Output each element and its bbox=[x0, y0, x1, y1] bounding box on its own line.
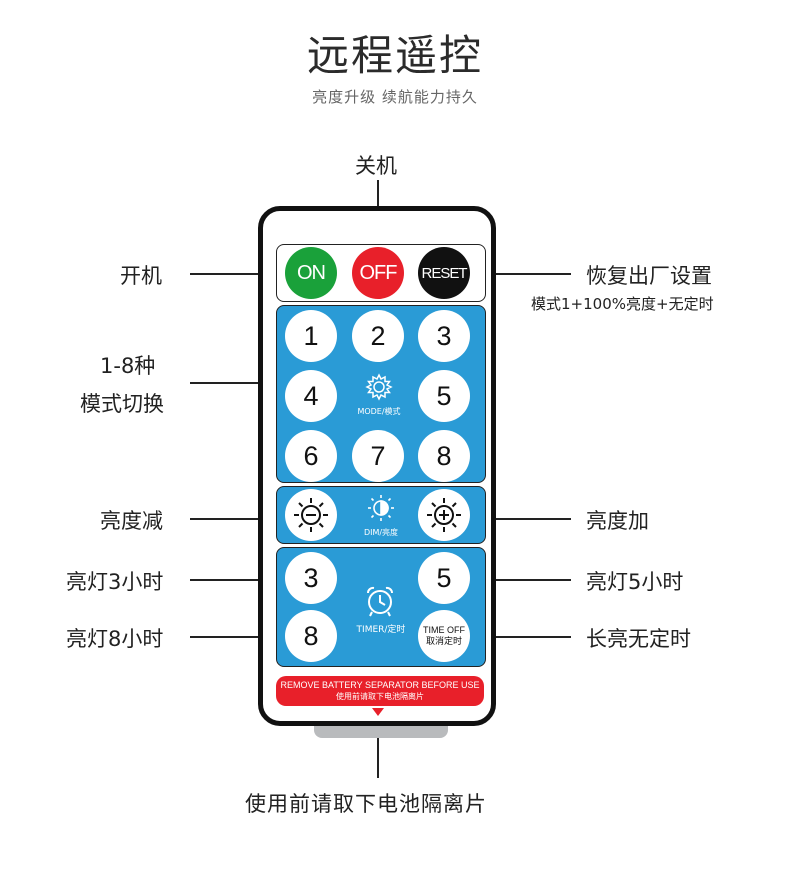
mode-button-3[interactable]: 3 bbox=[418, 310, 470, 362]
mode-label: MODE/模式 bbox=[357, 407, 401, 416]
callout-timer5: 亮灯5小时 bbox=[586, 570, 684, 594]
mode-button-6[interactable]: 6 bbox=[285, 430, 337, 482]
battery-separator-tab[interactable] bbox=[314, 722, 448, 738]
callout-timer3: 亮灯3小时 bbox=[66, 570, 164, 594]
brightness-up-button[interactable] bbox=[418, 489, 470, 541]
page-title: 远程遥控 bbox=[306, 31, 483, 80]
leader-line bbox=[377, 738, 379, 778]
brightness-up-icon bbox=[427, 498, 461, 532]
callout-reset: 恢复出厂设置 bbox=[586, 264, 712, 288]
timer-off-button[interactable]: TIME OFF 取消定时 bbox=[418, 610, 470, 662]
off-button[interactable]: OFF bbox=[352, 247, 404, 299]
page-subtitle: 亮度升级 续航能力持久 bbox=[312, 88, 478, 106]
power-panel: ON OFF RESET bbox=[276, 244, 486, 302]
mode-button-4[interactable]: 4 bbox=[285, 370, 337, 422]
on-button[interactable]: ON bbox=[285, 247, 337, 299]
callout-modes-2: 模式切换 bbox=[80, 392, 164, 416]
timer-8h-button[interactable]: 8 bbox=[285, 610, 337, 662]
separator-warning: REMOVE BATTERY SEPARATOR BEFORE USE 使用前请… bbox=[276, 676, 484, 706]
timer-3h-button[interactable]: 3 bbox=[285, 552, 337, 604]
callout-dim-up: 亮度加 bbox=[586, 509, 649, 533]
callout-power-on: 开机 bbox=[120, 264, 162, 288]
timer-label: TIMER/定时 bbox=[356, 625, 406, 635]
reset-button[interactable]: RESET bbox=[418, 247, 470, 299]
leader-line bbox=[190, 518, 282, 520]
timer-off-label: TIME OFF bbox=[423, 625, 465, 635]
arrow-down-icon bbox=[372, 708, 384, 716]
leader-line bbox=[190, 579, 282, 581]
mode-button-7[interactable]: 7 bbox=[352, 430, 404, 482]
dim-panel: DIM/亮度 bbox=[276, 486, 486, 544]
timer-5h-button[interactable]: 5 bbox=[418, 552, 470, 604]
leader-line bbox=[190, 273, 282, 275]
dim-label: DIM/亮度 bbox=[363, 528, 399, 537]
callout-modes-1: 1-8种 bbox=[100, 354, 156, 378]
brightness-half-icon bbox=[368, 495, 394, 521]
timer-off-sublabel: 取消定时 bbox=[425, 636, 462, 646]
mode-button-5[interactable]: 5 bbox=[418, 370, 470, 422]
callout-separator: 使用前请取下电池隔离片 bbox=[245, 792, 487, 816]
callout-reset-note: 模式1+100%亮度+无定时 bbox=[531, 295, 714, 313]
alarm-clock-icon bbox=[367, 586, 393, 617]
leader-line bbox=[478, 579, 571, 581]
mode-panel: 1 2 3 4 5 6 7 8 MODE/模式 bbox=[276, 305, 486, 483]
mode-button-8[interactable]: 8 bbox=[418, 430, 470, 482]
mode-button-2[interactable]: 2 bbox=[352, 310, 404, 362]
warning-text-en: REMOVE BATTERY SEPARATOR BEFORE USE bbox=[280, 680, 480, 690]
timer-panel: 3 5 8 TIME OFF 取消定时 TIMER/定时 bbox=[276, 547, 486, 667]
callout-timer-off: 长亮无定时 bbox=[586, 627, 691, 651]
gear-icon bbox=[365, 373, 393, 401]
brightness-down-button[interactable] bbox=[285, 489, 337, 541]
mode-button-1[interactable]: 1 bbox=[285, 310, 337, 362]
leader-line bbox=[478, 636, 571, 638]
warning-text-zh: 使用前请取下电池隔离片 bbox=[336, 692, 424, 701]
callout-timer8: 亮灯8小时 bbox=[66, 627, 164, 651]
brightness-down-icon bbox=[294, 498, 328, 532]
callout-dim-down: 亮度减 bbox=[100, 509, 163, 533]
leader-line bbox=[478, 273, 571, 275]
leader-line bbox=[190, 382, 282, 384]
leader-line bbox=[478, 518, 571, 520]
callout-power-off: 关机 bbox=[355, 154, 397, 178]
leader-line bbox=[190, 636, 282, 638]
